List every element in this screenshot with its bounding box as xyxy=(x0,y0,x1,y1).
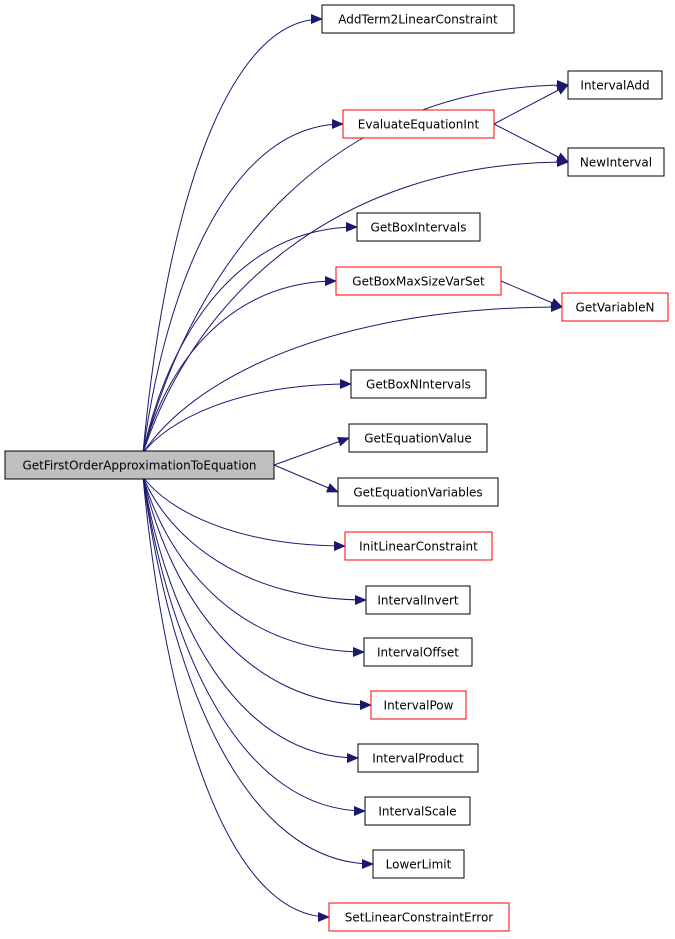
node-getequationvariables[interactable]: GetEquationVariables xyxy=(337,477,499,507)
edge-root-to-lowerlimit xyxy=(142,476,374,869)
edge-root-to-getequationvalue xyxy=(273,437,350,466)
node-intervalpow[interactable]: IntervalPow xyxy=(370,690,467,720)
node-getboxintervals-label: GetBoxIntervals xyxy=(371,221,467,235)
node-intervaloffset-label: IntervalOffset xyxy=(377,646,459,660)
node-setlinearerror-label: SetLinearConstraintError xyxy=(345,911,494,925)
call-graph-nodes: GetFirstOrderApproximationToEquation Add… xyxy=(4,4,669,932)
node-getboxmaxsize[interactable]: GetBoxMaxSizeVarSet xyxy=(335,266,502,296)
node-lowerlimit[interactable]: LowerLimit xyxy=(372,849,465,879)
node-intervaladd-label: IntervalAdd xyxy=(580,79,649,93)
node-newinterval[interactable]: NewInterval xyxy=(567,147,665,177)
edge-root-to-newinterval xyxy=(142,157,569,454)
node-root-label: GetFirstOrderApproximationToEquation xyxy=(22,459,256,473)
node-intervalproduct-label: IntervalProduct xyxy=(372,752,464,766)
node-root[interactable]: GetFirstOrderApproximationToEquation xyxy=(4,450,275,480)
node-intervalinvert-label: IntervalInvert xyxy=(377,594,459,608)
edge-root-to-addterm xyxy=(142,14,323,454)
node-intervalpow-label: IntervalPow xyxy=(384,699,454,713)
node-getequationvalue-label: GetEquationValue xyxy=(364,432,471,446)
node-initlinear[interactable]: InitLinearConstraint xyxy=(344,531,493,561)
node-newinterval-label: NewInterval xyxy=(580,156,652,170)
node-intervaloffset[interactable]: IntervalOffset xyxy=(363,637,473,667)
edge-root-to-getboxmaxsize xyxy=(142,276,337,454)
node-intervalinvert[interactable]: IntervalInvert xyxy=(365,585,471,615)
node-addterm-label: AddTerm2LinearConstraint xyxy=(338,13,498,27)
node-getvariablen[interactable]: GetVariableN xyxy=(561,292,669,322)
edge-root-to-intervalproduct xyxy=(142,476,359,763)
node-getvariablen-label: GetVariableN xyxy=(576,301,655,315)
node-addterm[interactable]: AddTerm2LinearConstraint xyxy=(321,4,515,34)
node-lowerlimit-label: LowerLimit xyxy=(386,858,452,872)
edge-evaluate-to-intervaladd xyxy=(493,84,569,125)
edge-root-to-evaluate xyxy=(142,119,344,454)
edge-root-to-setlinearerror xyxy=(142,476,330,922)
node-getequationvalue[interactable]: GetEquationValue xyxy=(348,423,488,453)
edge-evaluate-to-newinterval xyxy=(493,123,569,163)
node-intervaladd[interactable]: IntervalAdd xyxy=(567,70,663,100)
edge-root-to-intervalinvert xyxy=(142,476,367,605)
node-intervalscale-label: IntervalScale xyxy=(378,805,456,819)
node-initlinear-label: InitLinearConstraint xyxy=(359,540,478,554)
edge-getboxmaxsize-to-getvariablen xyxy=(500,280,563,308)
edge-root-to-intervalpow xyxy=(142,476,372,710)
node-getboxnintervals-label: GetBoxNIntervals xyxy=(366,378,471,392)
edge-root-to-getequationvariables xyxy=(273,464,339,493)
node-evaluate[interactable]: EvaluateEquationInt xyxy=(342,109,495,139)
call-edges xyxy=(142,14,569,922)
edge-root-to-intervaloffset xyxy=(142,476,365,657)
node-getboxnintervals[interactable]: GetBoxNIntervals xyxy=(350,369,487,399)
node-intervalproduct[interactable]: IntervalProduct xyxy=(357,743,479,773)
edge-root-to-getboxnintervals xyxy=(142,379,352,454)
node-setlinearerror[interactable]: SetLinearConstraintError xyxy=(328,902,510,932)
edge-root-to-intervalscale xyxy=(142,476,366,816)
node-intervalscale[interactable]: IntervalScale xyxy=(364,796,471,826)
node-getboxintervals[interactable]: GetBoxIntervals xyxy=(356,212,481,242)
node-evaluate-label: EvaluateEquationInt xyxy=(358,118,480,132)
edge-root-to-getvariablen xyxy=(142,302,563,454)
node-getboxmaxsize-label: GetBoxMaxSizeVarSet xyxy=(352,275,485,289)
edge-root-to-intervaladd xyxy=(142,80,569,454)
edge-root-to-initlinear xyxy=(142,476,346,551)
node-getequationvariables-label: GetEquationVariables xyxy=(353,486,482,500)
edge-root-to-getboxintervals xyxy=(142,222,358,454)
